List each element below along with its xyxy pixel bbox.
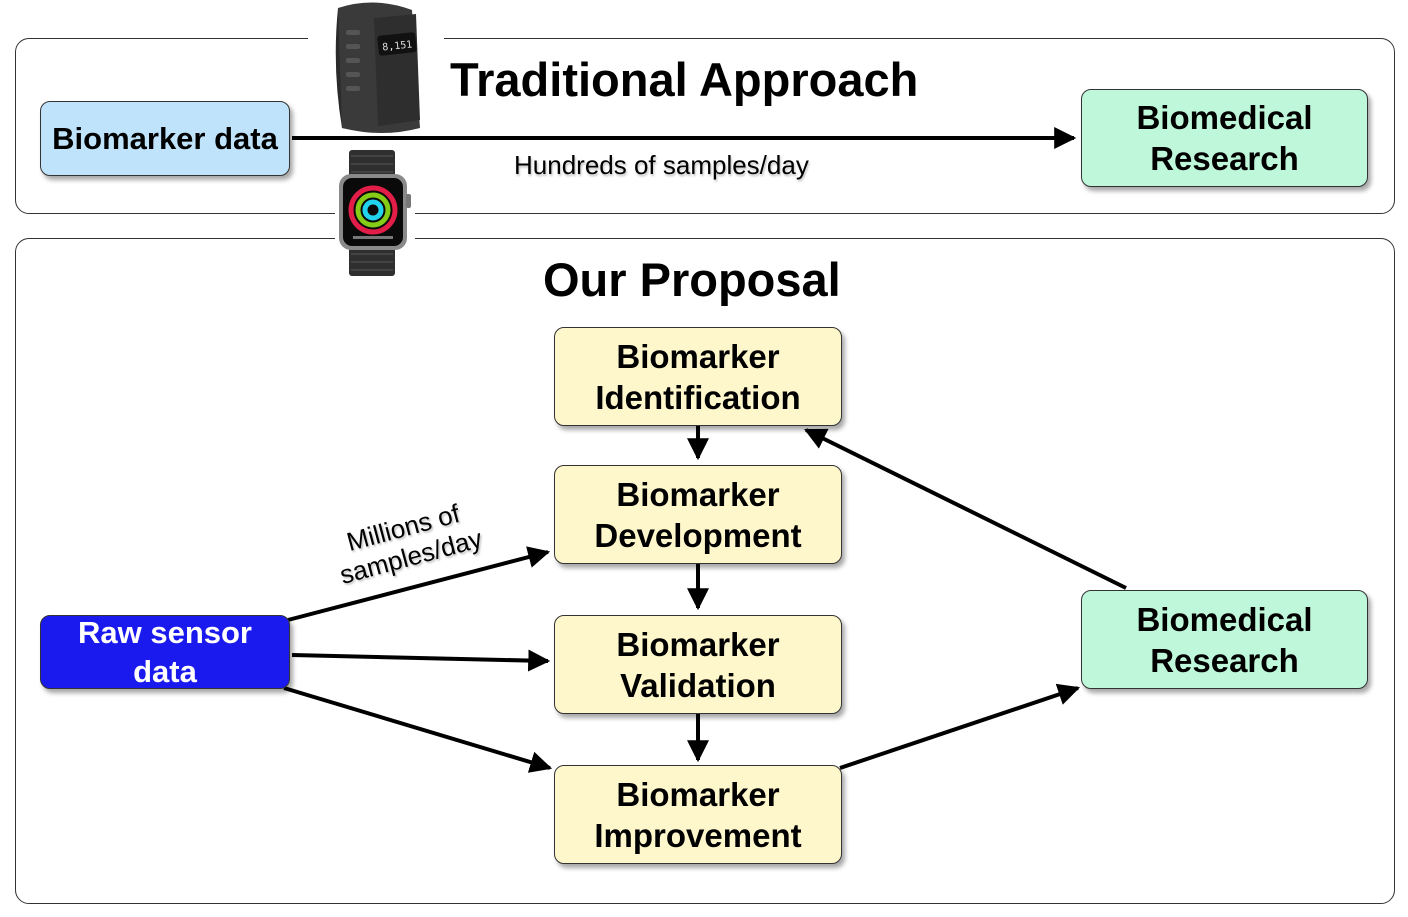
raw-sensor-data-label: Raw sensor data: [77, 615, 252, 689]
arrow-improvement-to-research: [839, 683, 1081, 770]
arrow-raw-to-improvement: [283, 686, 553, 773]
stage-label-validation: Biomarker Validation: [616, 625, 780, 704]
biomedical-research-box-traditional: Biomedical Research: [1081, 89, 1368, 187]
stage-box-development: Biomarker Development: [554, 465, 842, 564]
band-display-text: 8,151: [382, 39, 413, 53]
stage-label-identification: Biomarker Identification: [595, 337, 801, 416]
stage-box-improvement: Biomarker Improvement: [554, 765, 842, 864]
raw-sensor-data-box: Raw sensor data: [40, 615, 290, 689]
biomedical-research-box-proposal: Biomedical Research: [1081, 590, 1368, 689]
biomarker-data-label: Biomarker data: [52, 121, 278, 156]
fitness-band-image: 8,151: [308, 0, 444, 138]
arrow-research-to-identification: [804, 428, 1127, 590]
smartwatch-image: [335, 148, 415, 278]
stage-label-improvement: Biomarker Improvement: [594, 775, 802, 854]
proposal-title: Our Proposal: [543, 253, 841, 306]
stage-label-development: Biomarker Development: [594, 475, 802, 554]
biomarker-data-box: Biomarker data: [40, 101, 290, 176]
arrow-raw-to-development: [287, 546, 551, 622]
biomedical-research-label-traditional: Biomedical Research: [1136, 99, 1313, 177]
stage-box-validation: Biomarker Validation: [554, 615, 842, 714]
hundreds-samples-label: Hundreds of samples/day: [514, 150, 809, 180]
biomedical-research-label-proposal: Biomedical Research: [1136, 600, 1313, 679]
stage-box-identification: Biomarker Identification: [554, 327, 842, 426]
arrow-raw-to-validation: [291, 649, 551, 672]
traditional-title: Traditional Approach: [450, 53, 919, 106]
